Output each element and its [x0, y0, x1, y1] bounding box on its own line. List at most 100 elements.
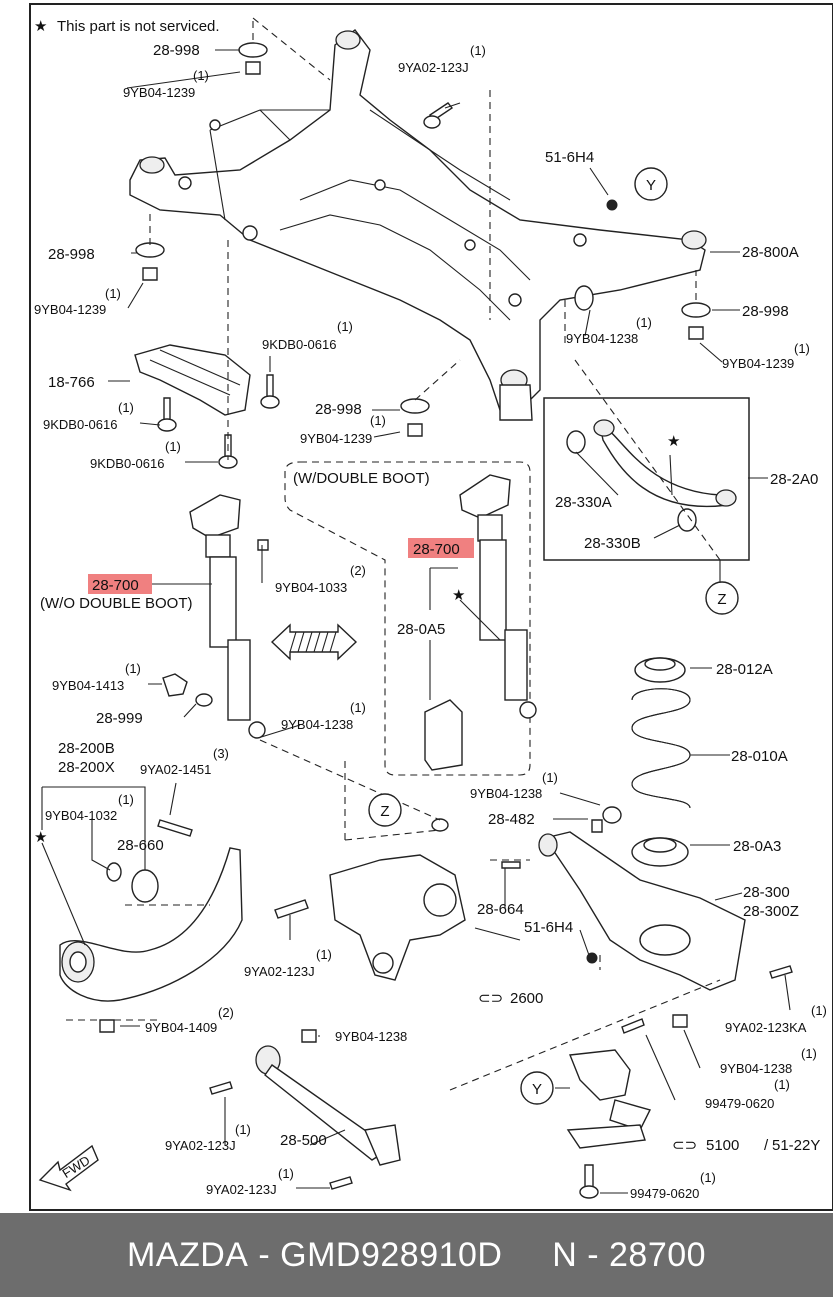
label-9yb04-1239: 9YB04-1239	[722, 356, 794, 371]
qty-label: (1)	[105, 286, 121, 301]
qty-label: (1)	[118, 792, 134, 807]
wrench-icon: ⊂⊃	[672, 1137, 697, 1154]
label-28-330b: 28-330B	[584, 535, 641, 552]
not-serviced-note: ★ This part is not serviced.	[34, 18, 220, 35]
star-icon: ★	[667, 433, 680, 450]
label-9ya02-123ka: 9YA02-123KA	[725, 1020, 807, 1035]
label-9yb04-1032: 9YB04-1032	[45, 808, 117, 823]
label-51-22y: 51-22Y	[772, 1137, 820, 1154]
label-51-6h4: 51-6H4	[545, 149, 594, 166]
label-28-300z: 28-300Z	[743, 903, 799, 920]
qty-label: (1)	[470, 43, 486, 58]
label-9yb04-1239: 9YB04-1239	[300, 431, 372, 446]
label-28-998: 28-998	[153, 42, 200, 59]
footer-ref: N - 28700	[552, 1235, 707, 1274]
star-icon: ★	[34, 829, 47, 846]
label-without-double-boot: (W/O DOUBLE BOOT)	[40, 595, 193, 612]
shock-absorber-left-drawing	[162, 494, 269, 739]
label-28-700-double-boot: 28-700	[413, 541, 460, 558]
label-28-500: 28-500	[280, 1132, 327, 1149]
qty-label: (1)	[337, 319, 353, 334]
footer-part-number: GMD928910D	[280, 1235, 503, 1274]
qty-label: (1)	[794, 341, 810, 356]
qty-label: (1)	[370, 413, 386, 428]
label-9yb04-1238: 9YB04-1238	[335, 1029, 407, 1044]
label-28-664: 28-664	[477, 901, 524, 918]
qty-label: (1)	[542, 770, 558, 785]
part-footer: MAZDA - GMD928910D N - 28700	[0, 1213, 833, 1297]
label-9ya02-123j: 9YA02-123J	[165, 1138, 236, 1153]
label-28-0a5: 28-0A5	[397, 621, 445, 638]
qty-label: (1)	[316, 947, 332, 962]
callout-circles	[368, 167, 739, 1105]
label-9yb04-1033: 9YB04-1033	[275, 580, 347, 595]
label-9ya02-1451: 9YA02-1451	[140, 762, 211, 777]
label-2600: 2600	[510, 990, 543, 1007]
label-9ya02-123j: 9YA02-123J	[244, 964, 315, 979]
qty-label: (1)	[165, 439, 181, 454]
label-18-766: 18-766	[48, 374, 95, 391]
highlight-28-700-left	[88, 574, 152, 594]
label-51-6h4: 51-6H4	[524, 919, 573, 936]
footer-brand: MAZDA	[126, 1235, 249, 1274]
callout-y: Y	[646, 177, 656, 194]
separator-slash: /	[764, 1137, 769, 1154]
bracket-18-766-drawing	[134, 344, 280, 469]
label-28-300: 28-300	[743, 884, 790, 901]
qty-label: (2)	[218, 1005, 234, 1020]
highlight-28-700-right	[408, 538, 474, 558]
label-9yb04-1238: 9YB04-1238	[566, 331, 638, 346]
washer-bolt-group	[135, 42, 711, 437]
arrow-pattern	[270, 623, 358, 661]
diagram-frame	[29, 3, 833, 1211]
wrench-icon: ⊂⊃	[478, 990, 503, 1007]
label-28-998: 28-998	[315, 401, 362, 418]
qty-label: (1)	[118, 400, 134, 415]
label-28-330a: 28-330A	[555, 494, 612, 511]
label-99479-0620: 99479-0620	[705, 1096, 774, 1111]
qty-label: (3)	[213, 746, 229, 761]
label-9yb04-1239: 9YB04-1239	[123, 85, 195, 100]
qty-label: (1)	[774, 1077, 790, 1092]
lower-arm-drawing	[501, 806, 793, 1028]
label-28-999: 28-999	[96, 710, 143, 727]
label-28-200x: 28-200X	[58, 759, 115, 776]
label-28-998: 28-998	[48, 246, 95, 263]
callout-labels: 28-998 (1) 9YB04-1239 (1) 9YA02-123J 51-…	[34, 42, 827, 1201]
label-double-boot: (W/DOUBLE BOOT)	[293, 470, 430, 487]
label-99479-0620: 99479-0620	[630, 1186, 699, 1201]
fwd-arrow-icon: FWD	[38, 1144, 99, 1192]
coil-spring-drawing	[631, 657, 691, 867]
label-9yb04-1238: 9YB04-1238	[281, 717, 353, 732]
qty-label: (1)	[636, 315, 652, 330]
shock-absorber-right-drawing	[424, 474, 537, 771]
crossmember-drawing	[129, 29, 707, 421]
label-28-482: 28-482	[488, 811, 535, 828]
qty-label: (2)	[350, 563, 366, 578]
not-serviced-text: This part is not serviced.	[57, 18, 220, 35]
footer-gap	[503, 1236, 553, 1275]
label-9ya02-123j: 9YA02-123J	[206, 1182, 277, 1197]
trailing-link-drawing	[59, 819, 243, 1033]
label-9kdb0-0616: 9KDB0-0616	[90, 456, 164, 471]
label-28-700: 28-700	[92, 577, 139, 594]
label-9yb04-1239: 9YB04-1239	[34, 302, 106, 317]
label-28-800a: 28-800A	[742, 244, 799, 261]
qty-label: (1)	[278, 1166, 294, 1181]
label-9yb04-1413: 9YB04-1413	[52, 678, 124, 693]
label-9kdb0-0616: 9KDB0-0616	[262, 337, 336, 352]
double-boot-frame	[284, 461, 531, 776]
lateral-link-box	[543, 397, 750, 561]
qty-label: (1)	[801, 1046, 817, 1061]
qty-label: (1)	[350, 700, 366, 715]
label-28-998: 28-998	[742, 303, 789, 320]
label-9yb04-1238: 9YB04-1238	[720, 1061, 792, 1076]
label-28-660: 28-660	[117, 837, 164, 854]
footer-separator: -	[248, 1235, 281, 1274]
lateral-link-lower-drawing	[209, 1029, 401, 1190]
dashed-connectors	[66, 17, 721, 1091]
label-28-2a0: 28-2A0	[770, 471, 818, 488]
label-9ya02-123j: 9YA02-123J	[398, 60, 469, 75]
label-9kdb0-0616: 9KDB0-0616	[43, 417, 117, 432]
